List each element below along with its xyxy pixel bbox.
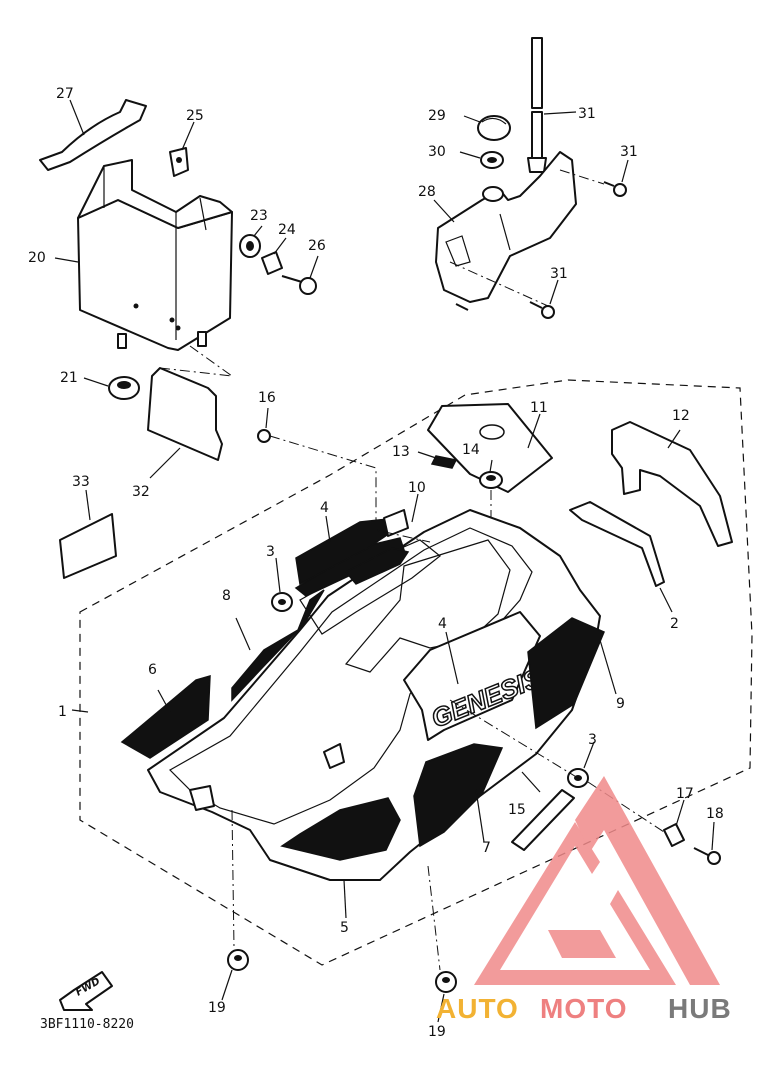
tail-cover-part (427, 403, 553, 493)
emblem-part (383, 493, 419, 537)
callout-12: 12 (672, 408, 690, 424)
callout-21: 21 (60, 370, 78, 386)
callout-19a: 19 (208, 1000, 226, 1016)
callout-24: 25 (186, 108, 204, 124)
callout-3a: 3 (266, 544, 275, 560)
callout-30: 31 (578, 106, 596, 122)
battery-box-group (39, 99, 319, 479)
callout-10: 10 (408, 480, 426, 496)
main-cowling-part: GENESIS (147, 509, 617, 919)
strip-part (511, 771, 575, 851)
watermark-hub: HUB (668, 993, 732, 1024)
reservoir-group (433, 37, 629, 319)
callout-22: 23 (250, 208, 268, 224)
callout-17: 17 (676, 786, 694, 802)
screw-16-part (257, 407, 431, 543)
gasket-part (459, 151, 504, 169)
callout-13: 13 (392, 444, 410, 460)
callout-27: 28 (418, 184, 436, 200)
callout-4b: 4 (438, 616, 447, 632)
callout-8: 8 (222, 588, 231, 604)
callout-14: 14 (462, 442, 480, 458)
battery-strap-part (39, 99, 147, 171)
callout-1: 1 (58, 704, 67, 720)
callout-2: 2 (670, 616, 679, 632)
callout-23: 24 (278, 222, 296, 238)
grab-bar-part (569, 501, 673, 613)
callout-6: 6 (148, 662, 157, 678)
callout-9: 9 (616, 696, 625, 712)
screw-part (529, 159, 629, 319)
side-decal-part (120, 674, 211, 759)
assembly-boundary (79, 379, 753, 966)
battery-cover-part (147, 345, 233, 479)
callout-19b: 19 (428, 1024, 446, 1040)
callout-15: 15 (508, 802, 526, 818)
pad-grommet-part (417, 451, 503, 528)
watermark-auto: AUTO (436, 993, 519, 1024)
callout-31a: 31 (620, 144, 638, 160)
callout-31b: 31 (550, 266, 568, 282)
callout-5: 5 (340, 920, 349, 936)
callout-26: 27 (56, 86, 74, 102)
cap-part (463, 115, 511, 141)
callout-18: 18 (706, 806, 724, 822)
hose-part (527, 37, 577, 173)
callout-3b: 3 (588, 732, 597, 748)
grommet-collar-bolt-part (239, 225, 319, 295)
watermark-moto: MOTO (540, 993, 627, 1024)
callout-25: 26 (308, 238, 326, 254)
catalog-code: 3BF1110-8220 (40, 1017, 134, 1032)
callout-16: 16 (258, 390, 276, 406)
callout-7: 7 (482, 840, 491, 856)
label-part (59, 489, 117, 579)
callout-labels: 27 25 23 24 26 20 21 32 16 33 29 30 31 3… (28, 86, 724, 1040)
callout-11: 11 (530, 400, 548, 416)
callout-32: 32 (132, 484, 150, 500)
watermark-logo (474, 776, 720, 985)
callout-28: 29 (428, 108, 446, 124)
fwd-arrow: FWD (59, 971, 113, 1011)
reservoir-tank-part (433, 151, 605, 311)
callout-4a: 4 (320, 500, 329, 516)
callout-29: 30 (428, 144, 446, 160)
callout-33: 33 (72, 474, 90, 490)
damper-part (83, 376, 140, 400)
battery-box-part (54, 159, 233, 351)
grommet-19-part (221, 809, 457, 1023)
bracket-part (169, 121, 195, 177)
callout-20: 20 (28, 250, 46, 266)
watermark-text: AUTO MOTO HUB (436, 993, 732, 1024)
side-panel-part (611, 421, 733, 547)
seat-cowling-group: GENESIS (59, 403, 733, 1023)
